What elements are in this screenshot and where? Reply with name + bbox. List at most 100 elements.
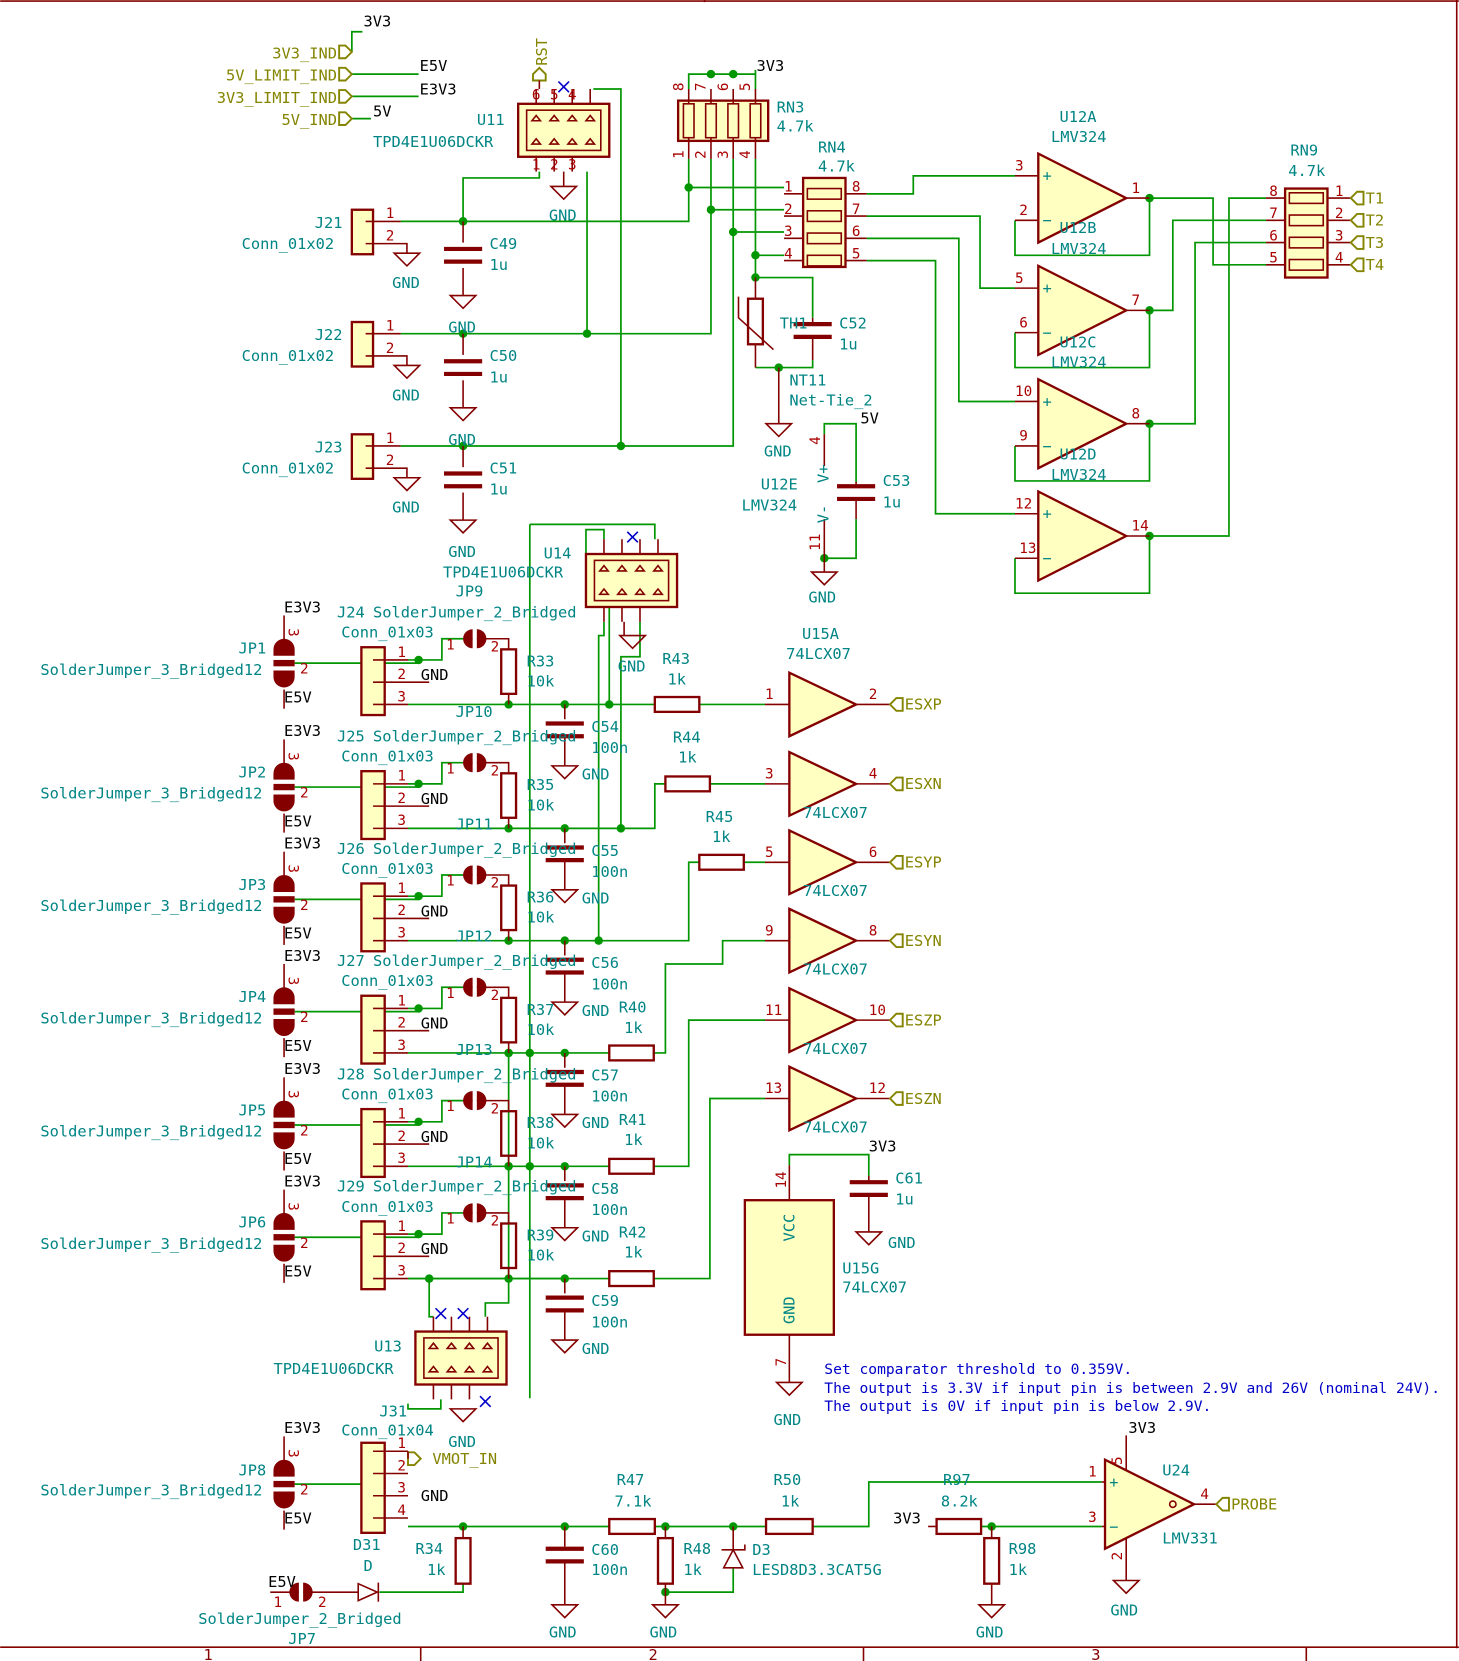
diode-icon [652, 564, 664, 572]
pin-line [476, 986, 510, 998]
diode-icon [598, 587, 610, 596]
connector-value: Conn_01x03 [341, 1198, 433, 1216]
connector-reference: J24 [337, 604, 365, 622]
diode-icon [530, 137, 543, 145]
output-label: T4 [1366, 256, 1385, 274]
pin-number: 3 [284, 752, 300, 761]
output-label: PROBE [1231, 1496, 1277, 1514]
wire [653, 939, 765, 1054]
pin-number: 1 [446, 1099, 455, 1115]
pin-number: 2 [300, 1124, 309, 1140]
output-label: T1 [1366, 189, 1385, 207]
connector-body [350, 433, 375, 480]
global-label-flag [888, 776, 904, 792]
resistor [764, 1517, 814, 1536]
pin-number: 2 [784, 202, 793, 218]
pin-number: 2 [318, 1595, 327, 1611]
capacitor-value: 100n [591, 1201, 628, 1219]
capacitor-reference: C58 [591, 1180, 619, 1198]
solder-pad [273, 1459, 295, 1477]
diode-icon [481, 1365, 494, 1373]
minus-sign: − [1043, 212, 1052, 230]
pin-number: 4 [738, 150, 754, 159]
wire [407, 874, 464, 898]
ground-icon [550, 889, 580, 904]
resistor-value: 10k [527, 1247, 555, 1265]
pin-number: 3 [765, 767, 774, 783]
diode-value: D [364, 1557, 373, 1575]
plus-sign: + [1043, 393, 1052, 411]
wire [1014, 310, 1151, 369]
wire [755, 360, 814, 369]
pin-number: 1 [397, 1219, 406, 1235]
resistor [806, 232, 843, 245]
power-net-label: E3V3 [284, 1172, 321, 1190]
component-reference: U13 [374, 1338, 402, 1356]
solder-pad [273, 1244, 295, 1262]
global-label-flag [532, 66, 547, 82]
pin-number: 3 [1088, 1510, 1097, 1526]
wire [788, 1153, 870, 1176]
wire [1014, 423, 1151, 482]
pin-number: 7 [1269, 206, 1278, 222]
power-net-label: E5V [284, 925, 312, 943]
tvs-array-body [584, 552, 679, 609]
junction-dot [706, 205, 716, 214]
ground-icon [617, 634, 648, 650]
diode-icon [634, 587, 646, 596]
connector-value: Conn_01x03 [341, 972, 433, 990]
wire [1014, 536, 1151, 595]
pin-number: 2 [491, 1214, 500, 1230]
thermistor-reference: TH1 [780, 314, 808, 332]
pin-number: 3 [1015, 159, 1024, 175]
pin-name: GND [781, 1296, 799, 1324]
amplifier-triangle [1037, 489, 1129, 583]
pin-number: 6 [532, 88, 541, 104]
ground-label: GND [448, 543, 476, 561]
output-label: ESXN [905, 775, 942, 793]
power-net-label: E3V3 [284, 598, 321, 616]
diode-icon [584, 137, 597, 145]
opamp-reference: U12A [1059, 108, 1096, 126]
resistor [500, 648, 518, 696]
power-net-label: E5V [284, 688, 312, 706]
ground-label: GND [582, 890, 610, 908]
jumper-value: SolderJumper_2_Bridged [373, 604, 576, 622]
global-label: VMOT_IN [432, 1450, 497, 1468]
resistor [1288, 192, 1325, 205]
pin-number: 2 [491, 639, 500, 655]
resistor [608, 1270, 655, 1288]
resistor-reference: R37 [527, 1001, 555, 1019]
diode-icon [445, 1341, 458, 1350]
wire [400, 231, 735, 447]
capacitor-reference: C49 [490, 235, 518, 253]
pin-number: 7 [774, 1358, 790, 1367]
ground-label: GND [448, 431, 476, 449]
tvs-diode-icon [722, 1548, 745, 1569]
power-net-label: E3V3 [284, 835, 321, 853]
capacitor-value: 1u [490, 368, 509, 386]
buffer-value: 74LCX07 [786, 645, 851, 663]
wire [665, 1567, 735, 1593]
plus-sign: + [1043, 505, 1052, 523]
global-label-flag [407, 1451, 423, 1466]
wire [754, 158, 785, 257]
ground-net-label: GND [421, 1240, 449, 1258]
wire [866, 237, 1015, 403]
resistor-reference: R44 [673, 729, 701, 747]
resistor-reference: R47 [617, 1471, 645, 1489]
capacitor-reference: C52 [839, 314, 867, 332]
global-label-flag [888, 854, 904, 870]
output-label: ESXP [905, 696, 942, 714]
capacitor-reference: C55 [591, 842, 619, 860]
pin-number: 3 [284, 1202, 300, 1211]
pin-number: 5 [1110, 1456, 1126, 1465]
resistor [1288, 214, 1325, 227]
connector-reference: J31 [379, 1402, 407, 1420]
resistor-value: 1k [427, 1561, 446, 1579]
wire [812, 1481, 1102, 1528]
pin-number: 3 [716, 150, 732, 159]
power-net-label: E3V3 [420, 80, 457, 98]
ground-net-label: GND [421, 1015, 449, 1033]
